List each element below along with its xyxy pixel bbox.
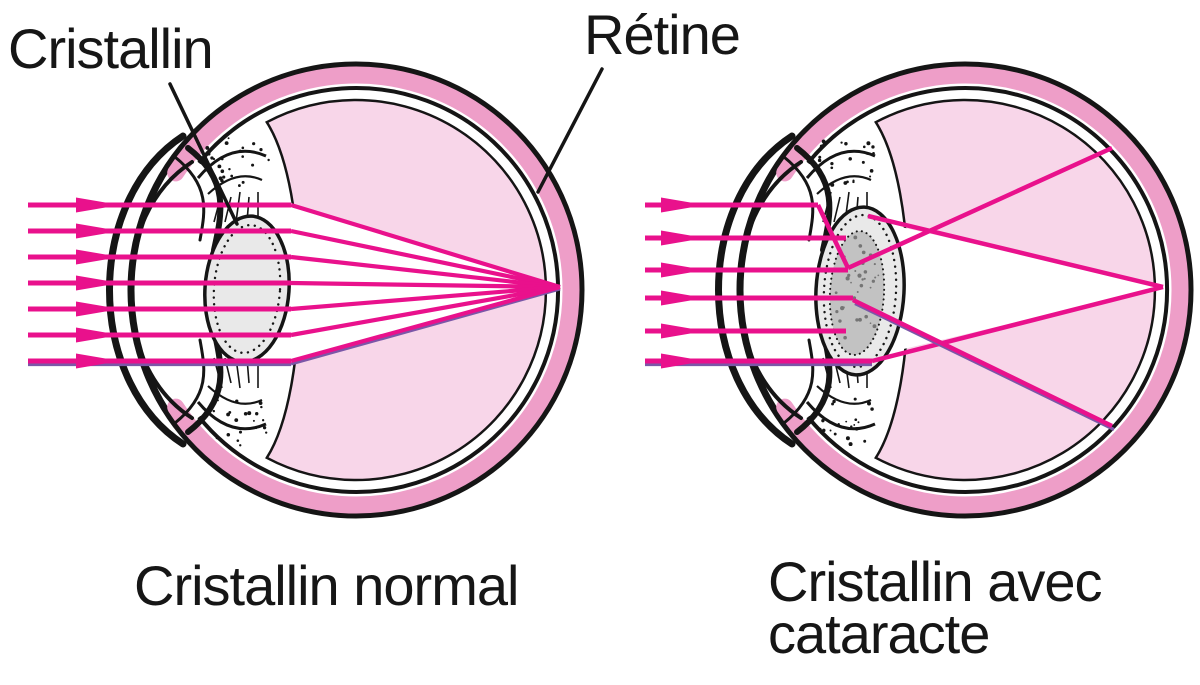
light-rays-right [645,145,1164,431]
left-eye-diagram [28,61,585,519]
right-eye-diagram [645,61,1194,519]
cristallin-pointer-line [168,82,239,226]
retina-layer [806,86,1170,494]
caption-normal-lens: Cristallin normal [134,554,519,617]
scattered-light-wedge [866,219,1163,357]
ciliary-body [805,135,876,447]
light-rays-left [28,197,561,369]
cornea [106,132,194,448]
label-cristallin: Cristallin [8,17,214,80]
sclera-ring [776,66,1189,514]
sclera-ring [167,66,580,514]
caption-cataract-lens: Cristallin avec cataracte [768,554,1103,662]
label-retine: Rétine [584,3,741,66]
caption-cataract-line1: Cristallin avec [768,550,1103,613]
ciliary-body [196,137,270,447]
pointer-lines [168,67,604,226]
retine-pointer-line [536,67,604,194]
caption-cataract-line2: cataracte [768,602,990,665]
cornea [715,132,803,448]
